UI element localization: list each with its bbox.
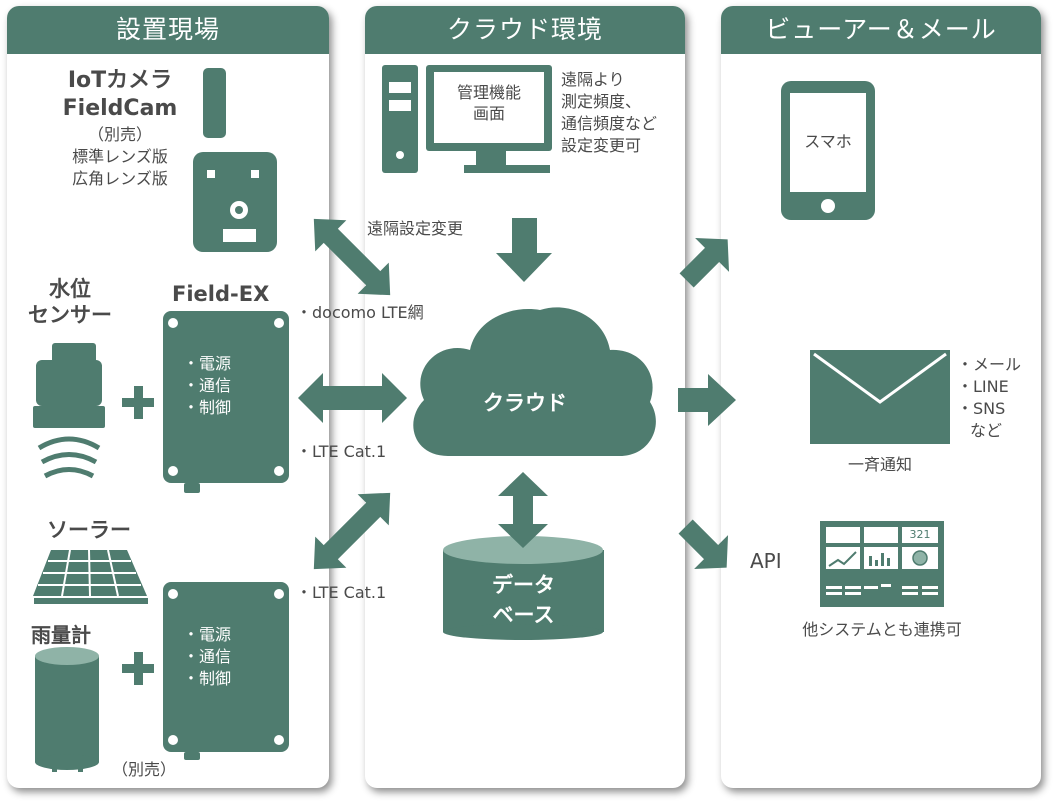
rain-gauge-label: 雨量計 — [31, 623, 91, 647]
broadcast-label: 一斉通知 — [847, 455, 912, 474]
admin-screen-label-line1: 管理機能 — [456, 83, 521, 102]
site-panel-header: 設置現場 — [7, 6, 329, 54]
water-level-label-line1: 水位 — [49, 277, 91, 301]
remote-setting-label: 遠隔設定変更 — [367, 219, 464, 238]
down-arrow — [496, 218, 552, 282]
admin-screen-label-line2: 画面 — [472, 104, 505, 123]
device2-item-control: ・制御 — [183, 669, 232, 688]
device2-item-comm: ・通信 — [183, 647, 232, 666]
camera-cloud-double-arrow — [313, 218, 391, 296]
plus-icon-2 — [122, 652, 154, 685]
cloud-to-mail-arrow — [678, 374, 736, 426]
solar-panel-icon — [33, 549, 148, 604]
smartphone-label: スマホ — [804, 132, 852, 151]
database-icon — [443, 536, 604, 640]
mail-list-item-line: ・LINE — [957, 377, 1009, 396]
device1-cloud-double-arrow — [298, 373, 407, 423]
api-label: API — [750, 549, 782, 573]
water-level-label-line2: センサー — [28, 303, 112, 327]
device2-cloud-double-arrow — [313, 492, 391, 570]
admin-pc-icon — [382, 65, 552, 173]
water-level-sensor-icon — [33, 343, 105, 479]
remote-note-line1: 遠隔より — [561, 70, 625, 89]
integration-label: 他システムとも連携可 — [802, 620, 962, 639]
remote-note-line4: 設定変更可 — [561, 136, 642, 155]
mail-envelope-icon — [810, 350, 950, 444]
smartphone-icon — [781, 81, 875, 220]
plus-icon-1 — [122, 386, 154, 419]
cloud-to-api-arrow — [678, 519, 729, 570]
lte-cat1-label-1: ・LTE Cat.1 — [296, 442, 387, 461]
rain-gauge-icon — [35, 647, 99, 772]
field-ex-title: Field-EX — [172, 282, 270, 306]
lte-cat1-label-2: ・LTE Cat.1 — [296, 583, 387, 602]
device1-item-comm: ・通信 — [183, 376, 232, 395]
cloud-to-smartphone-arrow — [679, 237, 730, 288]
mail-list-item-etc: など — [970, 421, 1003, 440]
field-ex-device-1 — [163, 311, 289, 493]
camera-title-line2: FieldCam — [62, 96, 178, 121]
cloud-db-double-arrow — [498, 472, 548, 548]
database-label-line1: データ — [492, 573, 555, 597]
dashboard-icon — [820, 521, 944, 607]
camera-option-wide: 広角レンズ版 — [72, 169, 168, 188]
cloud-label: クラウド — [483, 391, 567, 415]
device2-item-power: ・電源 — [183, 625, 232, 644]
camera-title-line1: IoTカメラ — [67, 68, 173, 93]
mail-list-item-mail: ・メール — [957, 355, 1022, 374]
camera-option-standard: 標準レンズ版 — [72, 147, 168, 166]
database-label-line2: ベース — [492, 603, 555, 627]
mail-list-item-sns: ・SNS — [957, 399, 1006, 418]
docomo-lte-label: ・docomo LTE網 — [296, 303, 424, 322]
solar-label: ソーラー — [47, 518, 131, 542]
remote-note-line3: 通信頻度など — [561, 114, 658, 133]
viewer-panel-header: ビューアー＆メール — [721, 6, 1041, 54]
device1-item-power: ・電源 — [183, 354, 232, 373]
camera-sold-separately: （別売） — [87, 125, 152, 144]
iot-camera-icon — [193, 68, 277, 252]
field-ex-device-2 — [163, 582, 289, 760]
cloud-panel-header: クラウド環境 — [365, 6, 685, 54]
remote-note-line2: 測定頻度、 — [561, 92, 642, 111]
device2-sold-separately: （別売） — [112, 760, 177, 779]
device1-item-control: ・制御 — [183, 398, 232, 417]
cloud-shape — [413, 307, 656, 456]
dashboard-number: 321 — [909, 528, 931, 541]
